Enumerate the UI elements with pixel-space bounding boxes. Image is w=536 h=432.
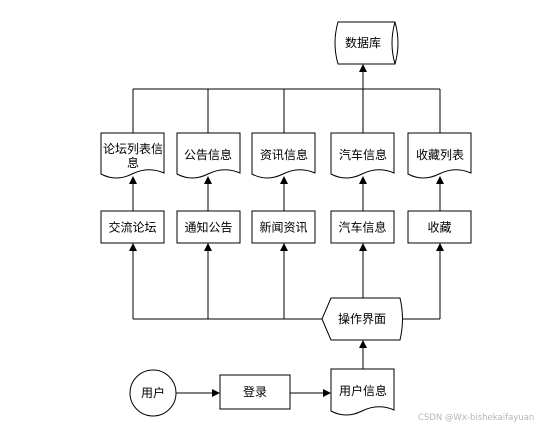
favorite-label: 收藏 — [427, 221, 451, 235]
function-to-doc-arrows — [129, 176, 444, 211]
doc-shape — [330, 132, 395, 179]
box-notice: 通知公告 — [176, 210, 241, 244]
doc-shape — [100, 132, 165, 179]
user-label: 用户 — [141, 385, 165, 400]
database-node: 数据库 — [334, 21, 399, 65]
news-label: 新闻资讯 — [259, 220, 307, 235]
box-shape — [100, 210, 165, 244]
news-info-label: 资讯信息 — [260, 147, 308, 162]
box-car-info: 汽车信息 — [330, 210, 395, 244]
operation-ui-node: 操作界面 — [321, 297, 403, 341]
forum-label: 交流论坛 — [108, 220, 156, 235]
box-forum: 交流论坛 — [100, 210, 165, 244]
doc-favorite-list: 收藏列表 — [407, 132, 472, 179]
forum-list-label-line1: 论坛列表信 — [103, 142, 163, 156]
notice-label: 通知公告 — [184, 221, 232, 235]
database-label: 数据库 — [345, 35, 381, 50]
favorite-list-label: 收藏列表 — [416, 148, 464, 162]
watermark: CSDN @Wx-bishekaifayuan — [418, 413, 535, 423]
database-shape-edge — [391, 21, 396, 65]
top-bus-connectors — [132, 64, 441, 133]
doc-shape — [330, 368, 395, 416]
box-news: 新闻资讯 — [251, 210, 316, 244]
forum-list-label-line2: 息 — [127, 155, 139, 170]
box-favorite: 收藏 — [407, 210, 472, 244]
login-label: 登录 — [243, 384, 267, 399]
box-shape — [176, 210, 241, 244]
user-info-label: 用户信息 — [339, 383, 387, 398]
doc-notice-info: 公告信息 — [176, 132, 241, 179]
car-info-label: 汽车信息 — [338, 220, 386, 235]
operation-ui-connectors — [129, 243, 444, 320]
login-node: 登录 — [219, 374, 291, 410]
doc-forum-list: 论坛列表信 息 — [100, 132, 165, 179]
box-shape — [251, 210, 316, 244]
car-info-doc-label: 汽车信息 — [339, 147, 387, 162]
doc-news-info: 资讯信息 — [251, 132, 316, 179]
doc-shape — [407, 132, 472, 179]
notice-info-label: 公告信息 — [184, 147, 232, 162]
login-box — [219, 374, 291, 410]
doc-shape — [251, 132, 316, 179]
doc-car-info: 汽车信息 — [330, 132, 395, 179]
doc-shape — [176, 132, 241, 179]
display-shape — [321, 297, 403, 341]
operation-ui-label: 操作界面 — [338, 311, 386, 326]
user-node: 用户 — [129, 369, 177, 417]
user-info-node: 用户信息 — [330, 368, 395, 416]
box-shape — [330, 210, 395, 244]
